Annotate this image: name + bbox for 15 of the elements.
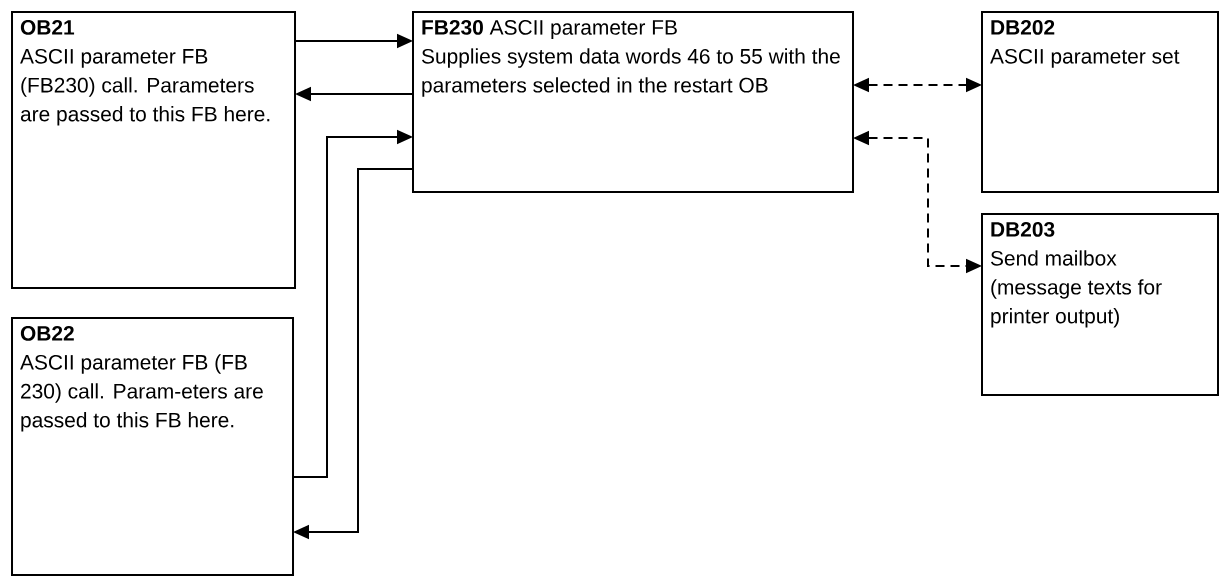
block-description: ASCII parameter set [990,48,1180,68]
block-title: OB21 [20,20,75,35]
block-description: ASCII parameter FB (FB230) call. Parameters are passed to this FB here. [20,48,270,126]
block-title: FB230 ASCII parameter FB [422,20,677,39]
block-box [412,11,854,193]
block-box [11,317,294,576]
block-title: OB22 [20,326,74,341]
block-box [981,213,1219,396]
block-title: DB202 [991,20,1055,35]
block-description: ASCII parameter FB (FB 230) call. Param-eters are passed to this FB here. [20,354,263,432]
block-box [11,11,296,289]
block-title: DB203 [991,222,1055,237]
block-description: Supplies system data words 46 to 55 with the parameters selected in the restart OB [421,48,840,97]
block-box [981,11,1219,193]
block-description: Send mailbox (message texts for printer output) [990,250,1162,328]
